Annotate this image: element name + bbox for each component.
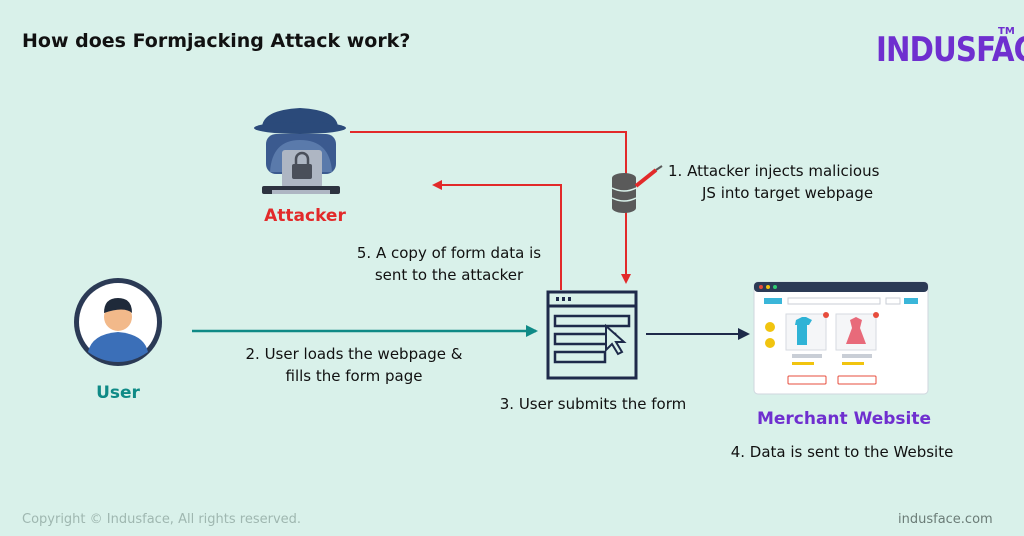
site-link[interactable]: indusface.com	[898, 512, 993, 527]
step-3-label: 3. User submits the form	[499, 395, 687, 413]
step-1-label: 1. Attacker injects malicious JS into ta…	[668, 160, 908, 204]
step-4-label: 4. Data is sent to the Website	[730, 443, 954, 461]
merchant-website-label: Merchant Website	[756, 409, 932, 429]
step-2-line-2: fills the form page	[285, 367, 423, 385]
step-1-line-2: JS into target webpage	[702, 184, 874, 202]
step-2-line-1: 2. User loads the webpage &	[245, 345, 463, 363]
malicious-database-icon	[611, 165, 663, 213]
exfiltrate-arrow	[432, 180, 562, 290]
trademark-mark: TM	[998, 26, 1015, 37]
attacker-icon	[254, 108, 346, 194]
user-label: User	[96, 383, 140, 403]
step-5-line-1: 5. A copy of form data is	[356, 244, 542, 262]
page-title: How does Formjacking Attack work?	[22, 30, 411, 52]
step-1-line-1: 1. Attacker injects malicious	[668, 162, 880, 180]
inject-arrow	[350, 131, 631, 284]
copyright-text: Copyright © Indusface, All rights reserv…	[22, 512, 302, 527]
step-2-label: 2. User loads the webpage & fills the fo…	[236, 343, 472, 387]
step-5-line-2: sent to the attacker	[374, 266, 524, 284]
attacker-label: Attacker	[264, 206, 346, 226]
brand-logo: INDUSFACE	[876, 30, 1024, 70]
form-page-icon	[546, 290, 638, 380]
user-avatar-icon	[74, 278, 162, 366]
merchant-website-icon	[753, 281, 929, 395]
step-5-label: 5. A copy of form data is sent to the at…	[338, 242, 560, 286]
